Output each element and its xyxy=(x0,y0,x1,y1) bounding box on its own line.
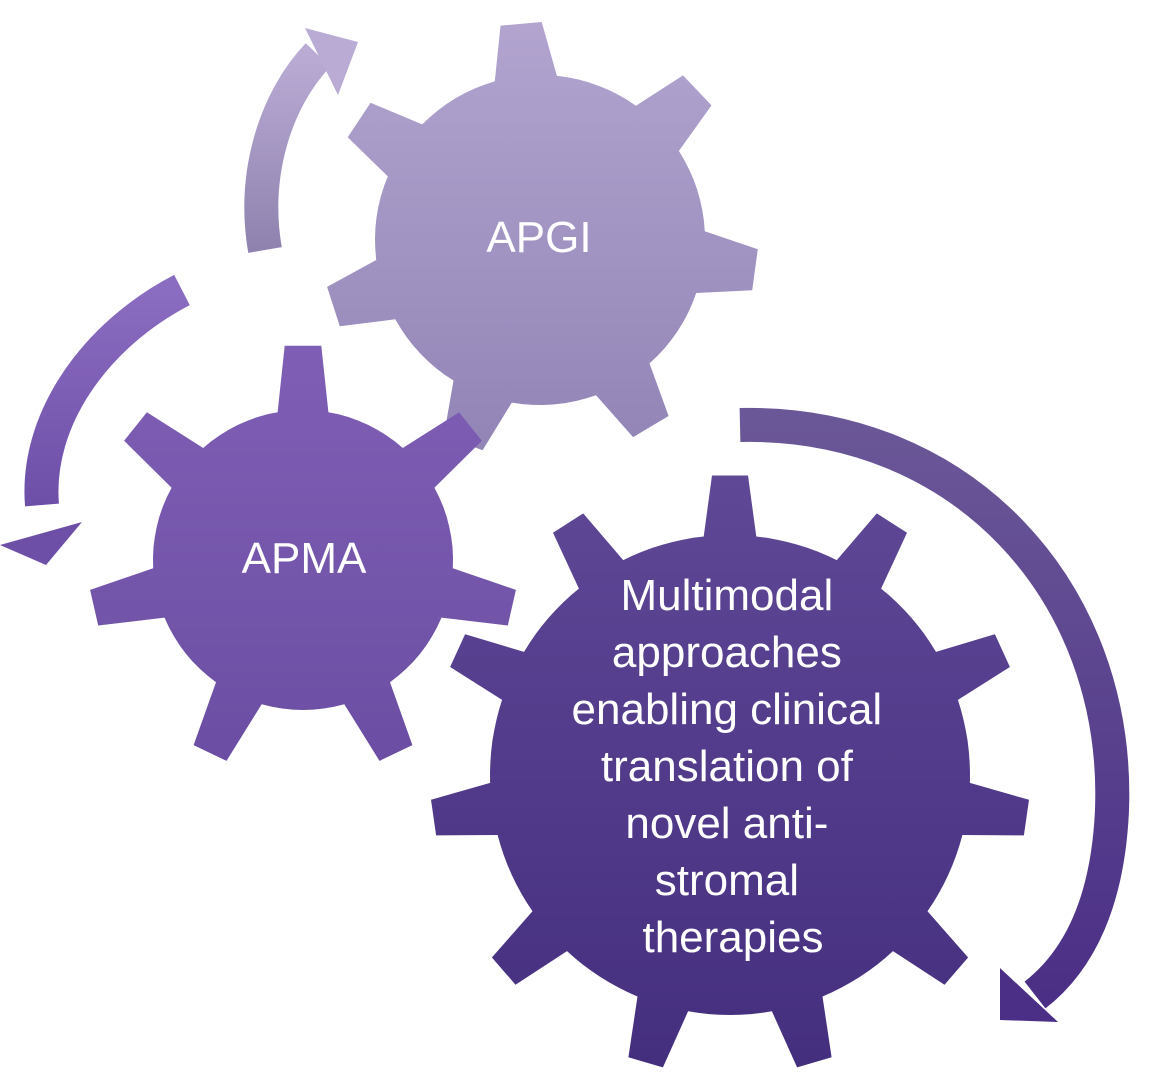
gear-main-label-line: Multimodal xyxy=(621,571,834,620)
gear-apma xyxy=(90,345,516,761)
gear-main-label-line: enabling clinical xyxy=(572,685,883,734)
cycle-arrow-right xyxy=(739,407,1130,1022)
gear-apgi xyxy=(327,22,758,451)
gear-apgi-label: APGI xyxy=(486,213,591,262)
gear-main xyxy=(431,475,1029,1068)
cycle-arrow-left xyxy=(0,274,190,565)
gear-main-label-line: stromal xyxy=(655,856,799,905)
gear-main-label-line: approaches xyxy=(612,628,842,677)
cycle-arrow-top xyxy=(244,28,358,253)
gear-apma-label: APMA xyxy=(242,534,367,583)
gear-main-label-line: translation of xyxy=(601,742,854,791)
gear-main-label-line: therapies xyxy=(642,913,823,962)
gear-main-label: Multimodal approaches enabling clinical … xyxy=(572,571,895,962)
gear-main-label-line: novel anti- xyxy=(625,799,828,848)
